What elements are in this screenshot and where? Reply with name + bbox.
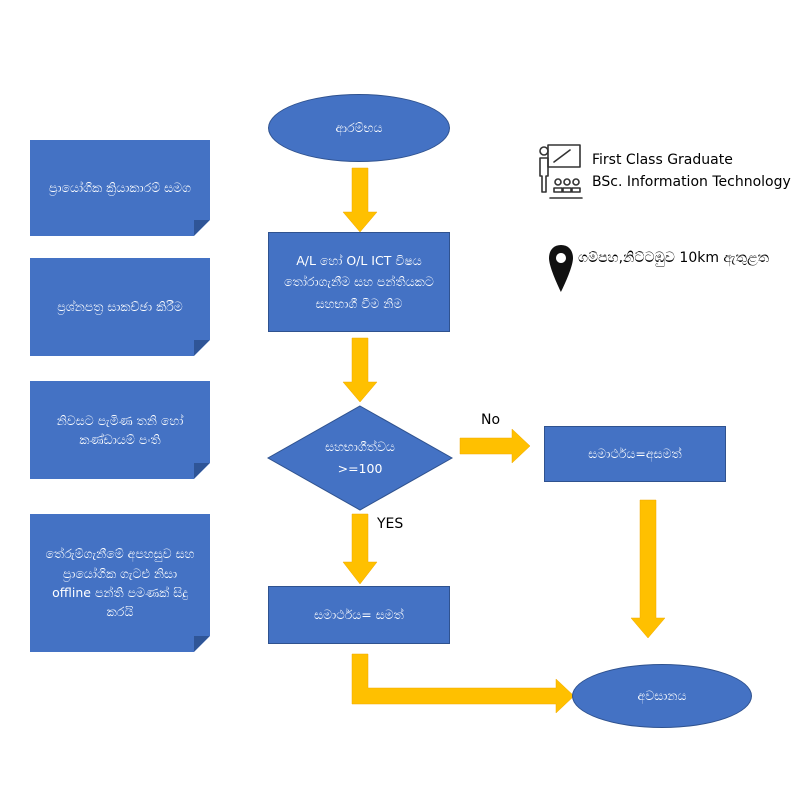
result-pass-label: සමාර්ථය= සමත්: [314, 607, 404, 623]
end-terminal: අවසානය: [572, 664, 752, 728]
result-fail-box: සමාර්ථය=අසමත්: [544, 426, 726, 482]
arrow-yes-to-end: [351, 653, 575, 714]
profile-text: First Class Graduate BSc. Information Te…: [592, 150, 791, 193]
arrow-start-to-step1: [342, 167, 378, 233]
note-home-classes: නිවසට පැමිණ තනි හෝ කණ්ඩායම් පංති: [30, 381, 210, 479]
decision-label-threshold: >=100: [337, 461, 383, 476]
decision-label-attendance: සහභාගීත්වය: [325, 439, 395, 455]
map-pin-icon: [549, 245, 573, 292]
end-label: අවසානය: [637, 688, 687, 703]
no-branch-label: No: [481, 412, 501, 428]
yes-branch-label: YES: [377, 516, 404, 532]
profile-degree-class: First Class Graduate: [592, 152, 733, 168]
profile-degree-name: BSc. Information Technology: [592, 173, 791, 190]
decision-diamond: [266, 405, 454, 511]
start-terminal: ආරම්භය: [268, 94, 450, 162]
teacher-presentation-icon: [539, 144, 583, 199]
process-select-subject: A/L හෝ O/L ICT විෂය තෝරාගැනීම සහ පන්තියක…: [268, 232, 450, 332]
decision-text: සහභාගීත්වය >=100: [268, 406, 452, 510]
start-label: ආරම්භය: [335, 120, 383, 135]
arrow-step1-to-decision: [342, 337, 378, 403]
arrow-no-to-end: [630, 499, 666, 639]
note-practical-activities: ප්‍රායෝගික ක්‍රියාකාරම් සමග: [30, 140, 210, 236]
arrow-decision-to-yes: [342, 513, 378, 585]
location-text: ගම්පහ,නිට්ටඹුව 10km ඇතුළත: [578, 250, 769, 266]
arrow-decision-to-no: [459, 428, 531, 464]
result-pass-box: සමාර්ථය= සමත්: [268, 586, 450, 644]
result-fail-label: සමාර්ථය=අසමත්: [588, 446, 682, 462]
note-paper-discussion: ප්‍රශ්නපත්‍ර සාකච්ඡා කිරීම: [30, 258, 210, 356]
note-offline-classes: තේරුම්ගැනීමේ අපහසුව සහ ප්‍රායෝගික ගැටළු …: [30, 514, 210, 652]
